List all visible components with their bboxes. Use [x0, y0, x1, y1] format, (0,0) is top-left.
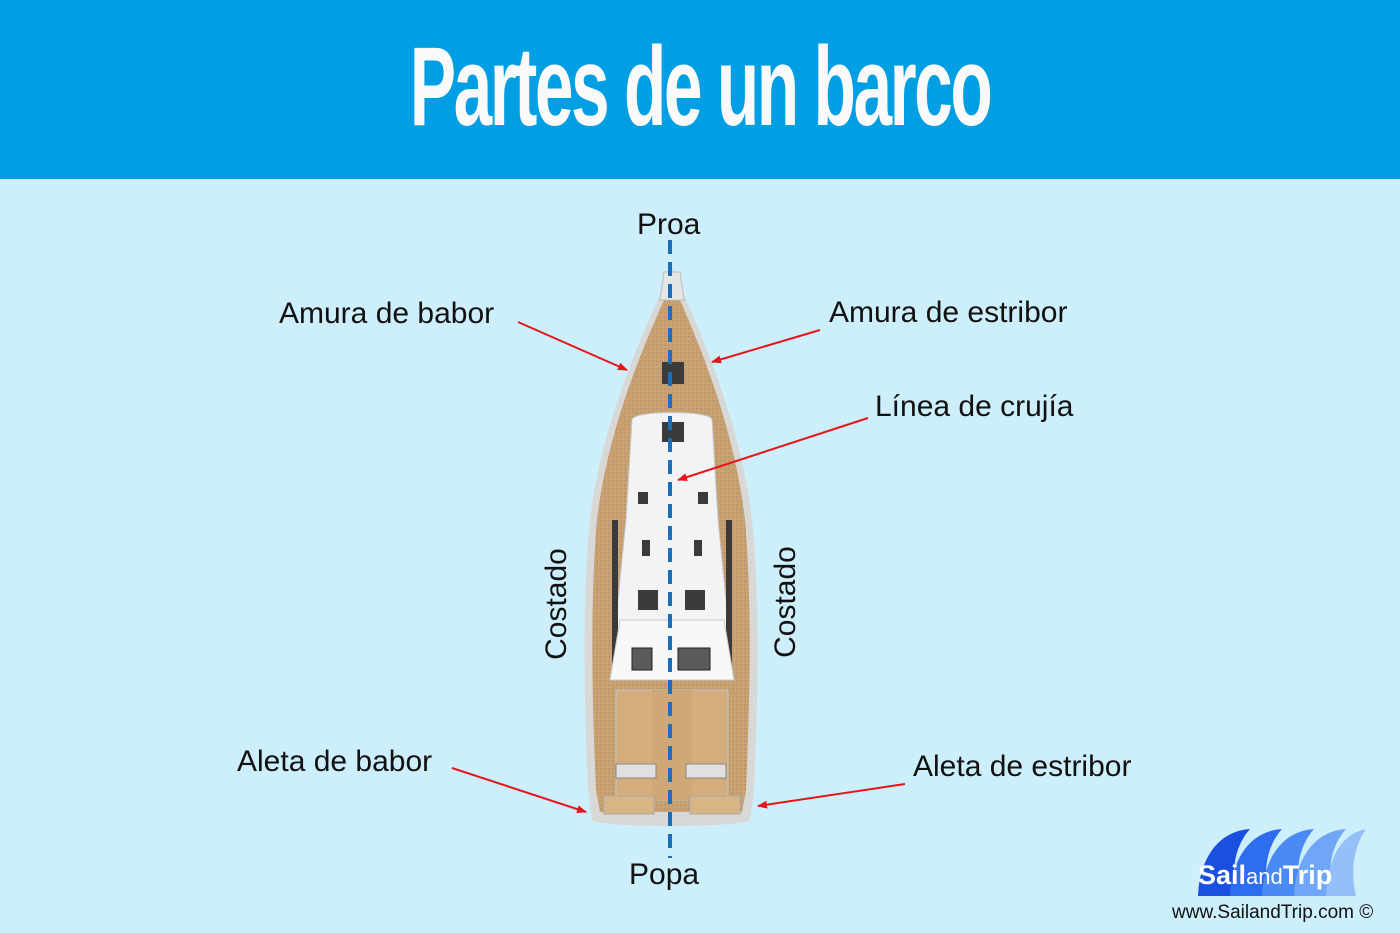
logo-text: SailandTrip: [1198, 860, 1332, 890]
arrow-aleta-babor: [451, 767, 587, 813]
label-amura-babor: Amura de babor: [279, 297, 495, 330]
arrow-linea-crujia: [677, 417, 869, 482]
label-amura-estribor: Amura de estribor: [829, 296, 1068, 329]
label-aleta-estribor: Aleta de estribor: [913, 750, 1132, 783]
label-costado-right: Costado: [768, 546, 802, 658]
page-title: Partes de un barco: [409, 24, 993, 149]
boat-hull: [584, 268, 758, 826]
label-aleta-babor: Aleta de babor: [237, 745, 433, 778]
label-costado-left: Costado: [539, 548, 573, 660]
sailandtrip-logo: SailandTrip: [1190, 826, 1370, 901]
header-banner: Partes de un barco: [0, 0, 1400, 179]
website-text: www.SailandTrip.com ©: [1172, 902, 1374, 923]
wave-logo-icon: SailandTrip: [1198, 829, 1366, 896]
label-proa: Proa: [637, 208, 701, 241]
arrow-amura-estribor: [711, 329, 821, 364]
arrows: [451, 321, 906, 813]
arrow-aleta-estribor: [757, 783, 906, 809]
arrow-amura-babor: [517, 321, 628, 371]
label-linea-crujia: Línea de crujía: [875, 390, 1074, 423]
label-popa: Popa: [629, 858, 700, 891]
